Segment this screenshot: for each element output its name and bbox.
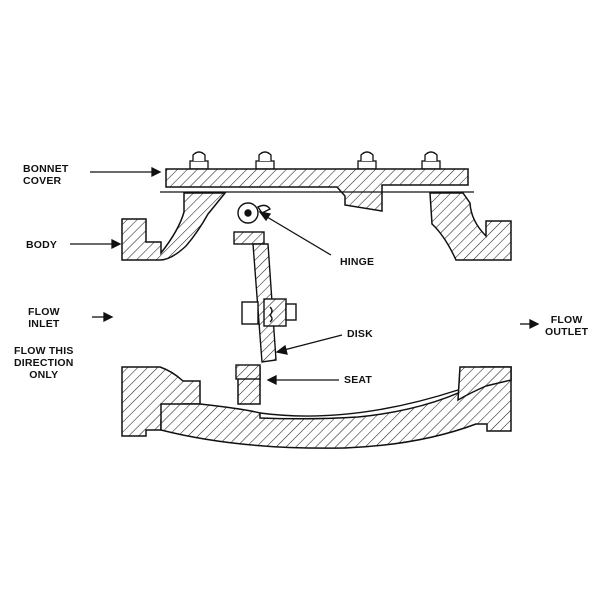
seat-ring bbox=[235, 364, 261, 380]
body-lower-bowl bbox=[160, 366, 512, 449]
disk-nut bbox=[241, 298, 297, 327]
flow-outlet-label-line1: FLOW bbox=[550, 314, 583, 326]
hinge-label: HINGE bbox=[340, 256, 375, 268]
disk-leader bbox=[283, 334, 343, 351]
hinge-assembly bbox=[233, 202, 272, 245]
flow-inlet-label-line1: FLOW bbox=[28, 306, 60, 318]
bolt-2 bbox=[255, 151, 275, 170]
bolt-4 bbox=[421, 151, 441, 170]
disk-label: DISK bbox=[347, 328, 373, 340]
flow-direction-note: FLOW THIS DIRECTION ONLY bbox=[14, 345, 74, 381]
flow-note-line3: ONLY bbox=[29, 369, 59, 381]
seat-label: SEAT bbox=[344, 374, 373, 386]
body-upper-left bbox=[121, 192, 227, 261]
flow-note-line1: FLOW THIS bbox=[14, 345, 74, 357]
body-label: BODY bbox=[26, 239, 58, 251]
bolt-1 bbox=[189, 151, 209, 170]
bonnet-cover bbox=[165, 168, 469, 212]
flow-outlet-label-line2: OUTLET bbox=[545, 326, 589, 338]
leader-lines bbox=[70, 166, 540, 386]
body-lower-right bbox=[457, 366, 512, 402]
bolt-3 bbox=[357, 151, 377, 170]
bonnet-cover-label-line1: BONNET bbox=[23, 163, 69, 175]
flow-outlet-label: FLOW OUTLET bbox=[545, 314, 588, 338]
bonnet-cover-label: BONNET COVER bbox=[23, 163, 69, 187]
flow-inlet-label-line2: INLET bbox=[28, 318, 60, 330]
hinge-leader bbox=[261, 213, 332, 256]
flow-note-line2: DIRECTION bbox=[14, 357, 74, 369]
body-inner-curve bbox=[259, 389, 459, 417]
body-upper-right bbox=[429, 192, 512, 261]
bonnet-bolts bbox=[189, 151, 441, 170]
flow-inlet-label: FLOW INLET bbox=[28, 306, 60, 330]
bonnet-cover-label-line2: COVER bbox=[23, 175, 62, 187]
